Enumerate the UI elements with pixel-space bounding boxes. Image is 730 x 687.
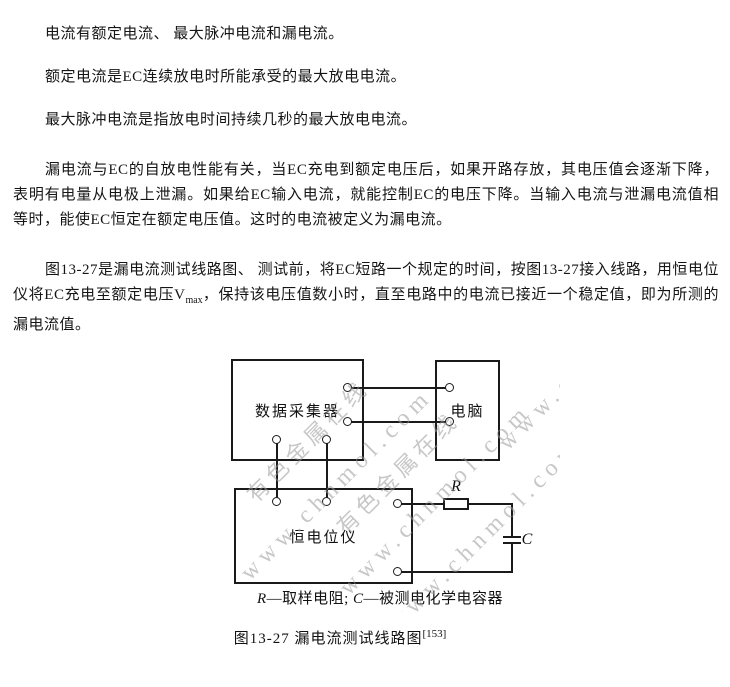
watermark-en-4: www.chnmol.com [493,350,560,456]
wire-down-to-capacitor [511,503,513,537]
wire-daq-pc-top [348,387,450,389]
paragraph-rated-intro: 电流有额定电流、 最大脉冲电流和漏电流。 [45,26,344,42]
terminal-pc-in-top [445,383,454,392]
paragraph-leakage-current: 漏电流与EC的自放电性能有关，当EC充电到额定电压后，如果开路存放，其电压值会逐… [13,162,719,228]
terminal-pot-right-top [393,499,402,508]
paragraph-rated-current: 额定电流是EC连续放电时所能承受的最大放电电流。 [45,69,407,85]
data-collector-box: 数据采集器 [231,359,364,461]
legend-c-desc: —被测电化学电容器 [363,591,504,607]
legend-r-symbol: R [256,591,267,607]
figure-legend: R—取样电阻; C—被测电化学电容器 [200,587,560,608]
wire-capacitor-down [511,544,513,573]
resistor-symbol-body [443,498,469,510]
terminal-daq-out-top [343,383,352,392]
resistor-label: R [451,478,461,495]
terminal-daq-bottom-right [322,435,331,444]
wire-pot-resistor [398,503,443,505]
legend-r-desc: —取样电阻; [266,591,354,607]
potentiostat-label: 恒电位仪 [289,529,358,546]
legend-c-symbol: C [353,591,364,607]
figure-title: 图13-27 漏电流测试线路图[153] [0,623,680,650]
terminal-pot-top-right [322,497,331,506]
wire-daq-pot-right [326,440,328,502]
computer-box: 电脑 [435,360,500,461]
terminal-daq-out-bottom [343,417,352,426]
terminal-daq-bottom-left [272,435,281,444]
test-method-text-1: 图13-27是漏电流测试线路图、 测试前，将EC短路一个规定的时间，按图13-2… [13,262,719,303]
computer-label: 电脑 [450,404,485,420]
paragraph-pulse-current: 最大脉冲电流是指放电时间持续几秒的最大放电电流。 [45,112,418,128]
paragraph-test-method: 图13-27是漏电流测试线路图、 测试前，将EC短路一个规定的时间，按图13-2… [13,258,719,338]
vmax-subscript: max [185,295,203,306]
wire-resistor-corner [468,503,513,505]
terminal-pot-right-bottom [393,567,402,576]
wire-daq-pot-left [276,440,278,502]
data-collector-label: 数据采集器 [254,403,340,420]
capacitor-label: C [521,531,533,548]
test-method-text-2: ，保持该电压值数小时，直至电路中的电流已接近一个稳定值，即为所测的漏电流值。 [13,287,719,333]
wire-return-to-pot [398,571,513,573]
figure-title-reference: [153] [422,628,447,640]
circuit-figure: 数据采集器 电脑 恒电位仪 R C [200,350,560,612]
terminal-pot-top-left [272,497,281,506]
capacitor-plate-top [503,536,521,538]
wire-daq-pc-bottom [348,421,450,423]
terminal-pc-in-bottom [445,417,454,426]
capacitor-plate-bottom [503,542,521,544]
figure-title-text: 图13-27 漏电流测试线路图 [233,631,423,647]
